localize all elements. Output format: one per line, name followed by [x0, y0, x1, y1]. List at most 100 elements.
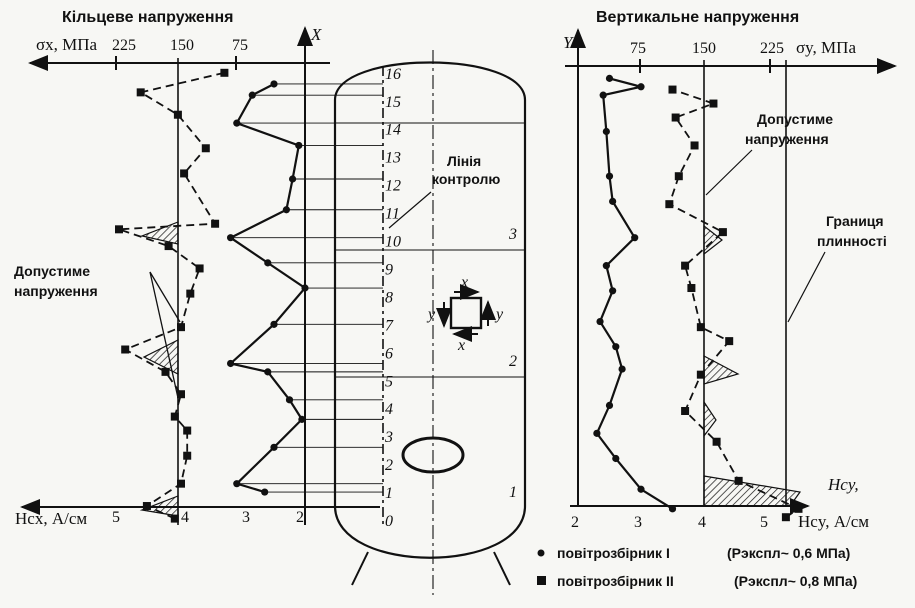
control-point-0: 0: [385, 513, 393, 530]
series-i-point: [282, 206, 290, 214]
series-ii-point: [183, 426, 192, 435]
left-htick-2: 2: [296, 509, 304, 526]
right-allowed-annotation-2: напруження: [745, 131, 829, 147]
left-htick-3: 3: [242, 509, 250, 526]
series-ii-point: [794, 504, 803, 513]
right-chart-title: Вертикальне напруження: [596, 9, 799, 26]
series-ii-point: [211, 219, 220, 228]
left-annotation-leader: [149, 271, 181, 323]
series-ii-point: [177, 323, 185, 332]
series-i-point: [612, 454, 620, 463]
right-series: [593, 74, 803, 522]
series-i-point: [264, 368, 272, 376]
series-i-point: [301, 284, 309, 292]
series-i-point: [289, 175, 297, 183]
series-ii-point: [115, 225, 123, 234]
left-annotation-leader: [149, 271, 179, 399]
right-y-letter: Y: [563, 33, 574, 52]
series-ii-point: [173, 110, 182, 119]
series-ii-point: [186, 289, 195, 298]
series-ii-point: [725, 337, 734, 346]
series-i-point: [637, 485, 645, 493]
series-ii-point: [709, 99, 718, 108]
right-htick-3: 3: [634, 514, 642, 531]
left-overlimit-6: [142, 339, 179, 375]
left-tick-75: 75: [232, 37, 248, 54]
series-i-point: [270, 320, 278, 328]
control-point-7: 7: [385, 317, 394, 334]
control-point-9: 9: [385, 261, 393, 278]
series-ii-point: [170, 514, 179, 523]
right-allowed-annotation-1: Допустиме: [757, 111, 833, 127]
series-i-point: [298, 415, 306, 423]
right-tick-150: 150: [692, 40, 716, 57]
control-point-12: 12: [385, 178, 401, 195]
series-ii-point: [195, 264, 204, 273]
right-yield-annotation-2: плинності: [817, 233, 887, 249]
series-ii-point: [177, 390, 185, 399]
series-ii-point: [170, 412, 179, 421]
series-i-point: [605, 74, 614, 82]
series-ii-point: [164, 242, 173, 251]
series-i-point: [270, 443, 278, 451]
series-ii-point: [180, 169, 189, 178]
series-i-line: [595, 77, 674, 510]
series-i-point: [233, 480, 241, 488]
control-point-6: 6: [385, 345, 393, 362]
left-allowed-annotation-1: Допустиме: [14, 263, 90, 279]
right-htick-4: 4: [698, 514, 706, 531]
series-i-line: [228, 83, 307, 494]
stress-element: [449, 296, 483, 330]
vessel-leg: [493, 551, 511, 586]
series-i-point: [637, 83, 645, 91]
series-i-point: [618, 365, 626, 373]
series-i-point: [227, 234, 235, 242]
control-line-leader: [388, 191, 432, 229]
legend-square-label: повітрозбірник II: [557, 573, 674, 589]
right-sigma-label: σy, МПа: [796, 38, 856, 57]
control-point-5: 5: [385, 373, 393, 390]
series-ii-point: [674, 172, 683, 181]
series-ii-point: [712, 437, 721, 446]
control-point-10: 10: [385, 234, 401, 251]
series-i-point: [599, 91, 607, 99]
right-tick-75: 75: [630, 40, 646, 57]
series-ii-point: [690, 141, 699, 150]
series-i-point: [609, 197, 617, 205]
left-allowed-annotation-2: напруження: [14, 283, 98, 299]
series-ii-line: [668, 88, 801, 518]
series-i-point: [605, 401, 614, 410]
legend-square-pressure: (Pэкспл~ 0,8 МПа): [734, 573, 857, 589]
series-ii-point: [201, 144, 210, 153]
series-i-point: [295, 141, 303, 150]
left-x-letter: X: [310, 25, 322, 44]
series-i-point: [609, 287, 617, 295]
control-point-4: 4: [385, 401, 393, 418]
series-ii-point: [665, 200, 674, 209]
zone-1-label: 1: [509, 484, 517, 501]
series-ii-point: [671, 113, 680, 122]
legend-circle-marker: [537, 549, 545, 557]
right-yield-leader: [787, 251, 826, 323]
stress-x-top: x: [460, 274, 468, 291]
series-ii-point: [668, 85, 677, 94]
series-i-point: [264, 259, 272, 267]
left-tick-150: 150: [170, 37, 194, 54]
legend-square-marker: [537, 576, 546, 585]
series-ii-line: [118, 71, 225, 520]
hcy-tag: Hcy,: [827, 475, 859, 494]
legend-circle-label: повітрозбірник I: [557, 545, 670, 561]
right-htick-5: 5: [760, 514, 768, 531]
right-overlimit-5: [703, 355, 740, 385]
series-ii-point: [687, 284, 696, 293]
vessel-leg: [351, 551, 369, 586]
series-i-point: [261, 488, 269, 496]
series-i-point: [602, 127, 610, 136]
right-h-label: Hcy, А/см: [798, 512, 869, 531]
stress-y-right: y: [494, 306, 504, 323]
series-ii-point: [681, 406, 690, 415]
control-point-14: 14: [385, 122, 401, 139]
series-i-point: [668, 505, 677, 513]
